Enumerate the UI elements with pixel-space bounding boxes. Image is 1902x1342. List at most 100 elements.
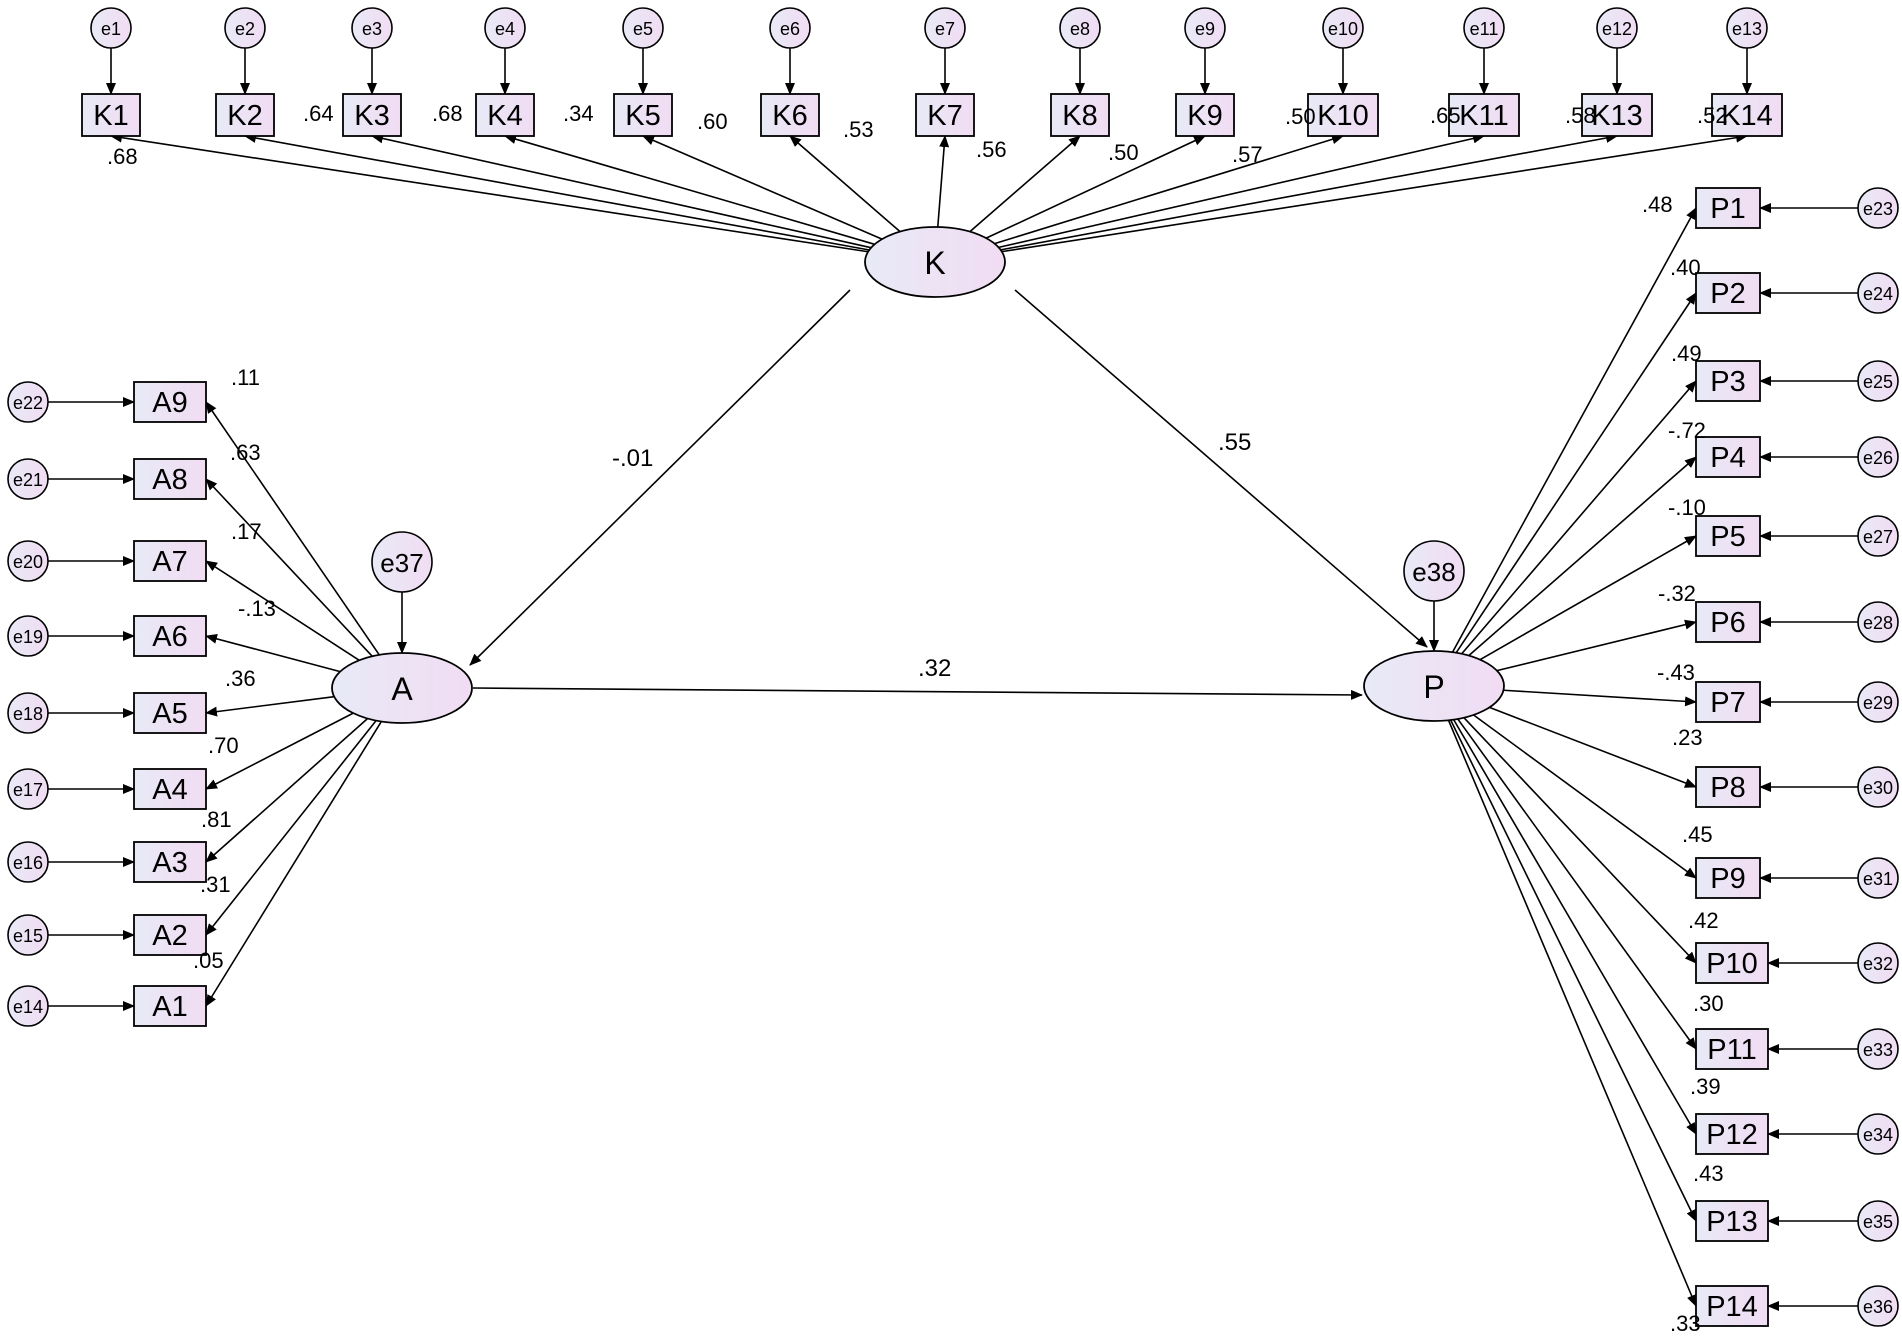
latent-a-label: A: [391, 671, 413, 707]
error-e7-label: e7: [935, 19, 955, 39]
indicator-p7-label: P7: [1710, 687, 1745, 719]
error-e24-label: e24: [1863, 284, 1893, 304]
error-e3-label: e3: [362, 19, 382, 39]
path-k-to-k2: [244, 133, 870, 251]
error-e6-label: e6: [780, 19, 800, 39]
path-a-to-a7: [205, 560, 360, 661]
indicator-a4-label: A4: [152, 774, 187, 806]
error-e13-label: e13: [1732, 19, 1762, 39]
error-e27: [1857, 515, 1899, 557]
indicator-p2-label: P2: [1710, 278, 1745, 310]
indicator-a4: [133, 768, 207, 810]
loading-a6: -.13: [238, 596, 276, 621]
path-a-to-a1: [205, 721, 383, 1007]
indicator-k13-label: K13: [1591, 100, 1643, 132]
indicator-k3: [342, 93, 402, 137]
error-e34-label: e34: [1863, 1125, 1893, 1145]
indicator-a9: [133, 381, 207, 423]
loading-k13: .58: [1565, 103, 1596, 128]
indicator-p11: [1695, 1028, 1769, 1070]
error-e3: [351, 7, 393, 49]
path-p-to-p1: [1451, 207, 1697, 653]
loading-p9: .45: [1682, 822, 1713, 847]
disturbance-e38-label: e38: [1412, 557, 1455, 587]
path-k-to-k8: [969, 135, 1081, 233]
indicator-a3-label: A3: [152, 847, 187, 879]
indicator-a5-label: A5: [152, 698, 187, 730]
path-k-to-k11: [998, 133, 1485, 249]
loading-a2: .31: [200, 872, 231, 897]
error-e8: [1059, 7, 1101, 49]
indicator-a1-label: A1: [152, 991, 187, 1023]
loading-p14: .33: [1670, 1311, 1701, 1336]
path-k-to-k10: [994, 134, 1344, 245]
latent-k: [864, 226, 1006, 298]
loading-p13: .43: [1693, 1161, 1724, 1186]
error-e35: [1857, 1200, 1899, 1242]
path-coef-k-p: .55: [1218, 429, 1251, 456]
indicator-p5-label: P5: [1710, 521, 1745, 553]
path-p-to-p9: [1472, 714, 1697, 879]
indicator-a6: [133, 615, 207, 657]
indicator-k11-label: K11: [1459, 100, 1508, 132]
error-e9: [1184, 7, 1226, 49]
path-p-to-p12: [1452, 719, 1697, 1135]
indicator-p12-label: P12: [1706, 1119, 1758, 1151]
indicator-k8: [1050, 93, 1110, 137]
path-p-to-p11: [1457, 718, 1697, 1050]
loading-k7: .56: [976, 137, 1007, 162]
loading-k9: .57: [1232, 142, 1263, 167]
loading-k2: .64: [303, 101, 334, 126]
indicator-p13: [1695, 1200, 1769, 1242]
error-e20-label: e20: [13, 552, 43, 572]
loading-a3: .81: [201, 807, 232, 832]
error-e18: [7, 692, 49, 734]
error-e15: [7, 914, 49, 956]
indicator-k1: [81, 93, 141, 137]
loading-p2: .40: [1670, 255, 1701, 280]
error-e32: [1857, 942, 1899, 984]
path-a-to-a8: [205, 478, 373, 657]
error-e1-label: e1: [101, 19, 121, 39]
path-p-to-p10: [1463, 717, 1697, 964]
indicator-p8-label: P8: [1710, 772, 1745, 804]
error-e19-label: e19: [13, 627, 43, 647]
error-e22: [7, 381, 49, 423]
error-e24: [1857, 272, 1899, 314]
path-a-to-a3: [205, 717, 369, 863]
loading-k8: .50: [1108, 140, 1139, 165]
path-a-to-a6: [205, 633, 341, 673]
error-e33-label: e33: [1863, 1040, 1893, 1060]
indicator-a8: [133, 458, 207, 500]
loading-p12: .39: [1690, 1074, 1721, 1099]
indicator-a8-label: A8: [152, 464, 187, 496]
error-e26-label: e26: [1863, 448, 1893, 468]
error-e14: [7, 985, 49, 1027]
loading-k3: .68: [432, 101, 463, 126]
indicator-k7-label: K7: [927, 100, 962, 132]
error-e28: [1857, 601, 1899, 643]
loading-p3: .49: [1671, 341, 1702, 366]
error-e19: [7, 615, 49, 657]
error-e6: [769, 7, 811, 49]
indicator-p14-label: P14: [1706, 1291, 1758, 1323]
error-e20: [7, 540, 49, 582]
indicator-p6: [1695, 601, 1761, 643]
indicator-k2: [215, 93, 275, 137]
error-e33: [1857, 1028, 1899, 1070]
disturbance-e37-label: e37: [380, 548, 423, 578]
error-e12: [1596, 7, 1638, 49]
error-e25-label: e25: [1863, 372, 1893, 392]
indicator-k10-label: K10: [1317, 100, 1369, 132]
error-e21: [7, 458, 49, 500]
error-e28-label: e28: [1863, 613, 1893, 633]
error-e29-label: e29: [1863, 693, 1893, 713]
indicator-k3-label: K3: [354, 100, 389, 132]
error-e31: [1857, 857, 1899, 899]
indicator-p8: [1695, 766, 1761, 808]
indicator-a5: [133, 692, 207, 734]
indicator-k14: [1711, 93, 1783, 137]
loading-k14: .52: [1697, 103, 1728, 128]
